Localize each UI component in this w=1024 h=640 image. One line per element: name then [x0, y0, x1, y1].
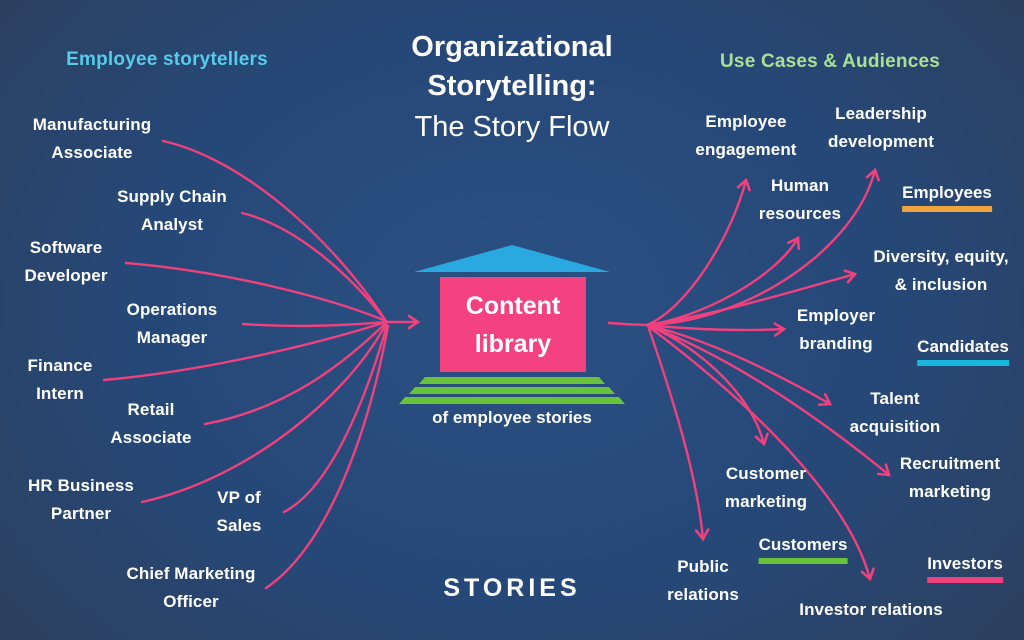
storyteller-hr-business-partner: HR Business Partner	[28, 476, 134, 523]
usecase-recruitment-marketing: Recruitment marketing	[899, 454, 1001, 501]
title-line-3: The Story Flow	[414, 111, 610, 143]
arrow-public-relations	[646, 324, 710, 542]
arrow-chief-marketing-officer	[264, 324, 390, 590]
arrow-retail-associate	[203, 321, 388, 426]
storyteller-operations-manager: Operations Manager	[126, 300, 218, 347]
arrow-software-developer	[124, 261, 388, 323]
title-line-2: Storytelling:	[427, 70, 597, 102]
arrow-talent-acquisition	[645, 323, 833, 407]
customers-underline	[758, 558, 848, 564]
arrow-finance-intern	[102, 320, 388, 382]
audience-badge-candidates: Candidates	[917, 337, 1009, 366]
left-section-heading: Employee storytellers	[66, 49, 268, 70]
usecase-diversity-equity-inclusion: Diversity, equity, & inclusion	[873, 247, 1009, 294]
usecase-human-resources: Human resources	[758, 176, 842, 223]
arrow-investor-relations	[646, 324, 875, 582]
usecase-leadership-development: Leadership development	[828, 104, 934, 151]
candidates-underline	[917, 360, 1009, 366]
arrow-supply-chain-analyst	[240, 211, 388, 323]
arrow-recruitment-marketing	[645, 323, 891, 477]
arrow-vp-of-sales	[282, 323, 389, 514]
arrow-operations-manager	[241, 320, 388, 328]
audience-badge-investors: Investors	[927, 554, 1003, 583]
storyteller-software-developer: Software Developer	[24, 238, 108, 285]
storyteller-chief-marketing-officer: Chief Marketing Officer	[126, 564, 256, 611]
title-line-1: Organizational	[411, 31, 613, 63]
storyteller-retail-associate: Retail Associate	[110, 400, 192, 447]
investors-underline	[927, 577, 1003, 583]
storyteller-supply-chain-analyst: Supply Chain Analyst	[117, 187, 227, 234]
usecase-employee-engagement: Employee engagement	[695, 112, 797, 159]
usecase-employer-branding: Employer branding	[796, 306, 876, 353]
right-section-heading: Use Cases & Audiences	[720, 51, 940, 72]
page-title: Organizational Storytelling: The Story F…	[411, 28, 612, 148]
content-library-box: Content library	[440, 277, 586, 372]
content-library-line-1: Content	[465, 291, 561, 320]
arrow-customer-marketing	[645, 323, 769, 447]
usecase-public-relations: Public relations	[667, 557, 739, 604]
content-library-line-2: library	[474, 329, 552, 358]
arrow-employer-branding	[645, 322, 787, 337]
storyteller-manufacturing-associate: Manufacturing Associate	[32, 115, 152, 162]
arrow-manufacturing-associate	[161, 139, 388, 323]
usecase-customer-marketing: Customer marketing	[724, 464, 808, 511]
storyteller-vp-of-sales: VP of Sales	[216, 488, 262, 535]
employees-underline	[902, 206, 992, 212]
library-steps-icon	[399, 377, 625, 404]
library-caption: of employee stories	[432, 408, 592, 427]
arrow-employee-engagement	[645, 177, 751, 327]
audience-badge-employees: Employees	[902, 183, 992, 212]
usecase-talent-acquisition: Talent acquisition	[849, 389, 941, 436]
arrow-diversity-equity-inclusion	[645, 269, 858, 327]
library-roof-icon	[414, 245, 610, 272]
arrow-out-of-library	[607, 321, 649, 327]
audience-badge-customers: Customers	[758, 535, 848, 564]
storyteller-finance-intern: Finance Intern	[27, 356, 93, 403]
stories-logo: STORIES	[443, 574, 581, 602]
usecase-investor-relations: Investor relations	[799, 600, 943, 619]
arrow-leadership-development	[645, 167, 880, 327]
arrow-hr-business-partner	[140, 322, 388, 504]
